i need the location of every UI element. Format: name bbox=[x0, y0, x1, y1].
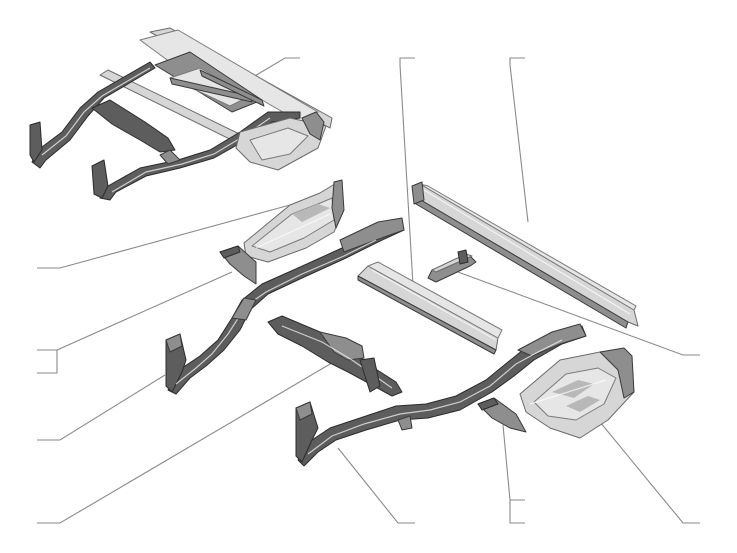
leader-rear-channel bbox=[399, 57, 415, 286]
leader-upper-rail bbox=[509, 57, 529, 223]
rear-floor-pan bbox=[519, 347, 635, 439]
left-main-frame-rail bbox=[165, 217, 405, 395]
leader-left-rail bbox=[37, 374, 166, 441]
right-main-frame-rail bbox=[295, 323, 587, 467]
leader-assembled-frame bbox=[247, 57, 300, 81]
leader-small-bracket bbox=[457, 271, 700, 356]
upper-long-rail bbox=[411, 181, 639, 329]
gusset-bracket-right bbox=[477, 397, 527, 433]
rear-crossmember-channel bbox=[357, 261, 503, 355]
gusset-bracket-left bbox=[219, 245, 257, 285]
center-crossmember bbox=[267, 315, 403, 397]
front-floor-pan bbox=[243, 179, 345, 263]
leader-gusset-right bbox=[509, 499, 525, 524]
leader-center-crossmember bbox=[37, 356, 343, 524]
leader-rear-floor-pan bbox=[599, 421, 700, 524]
leader-front-floor-pan bbox=[37, 204, 291, 269]
leader-gusset-left bbox=[37, 349, 58, 374]
leader-right-rail bbox=[337, 447, 415, 524]
leader-lines bbox=[37, 57, 700, 524]
small-crossmember-bracket bbox=[427, 249, 477, 283]
leader-gusset-left-arm bbox=[56, 271, 233, 351]
assembled-chassis-frame bbox=[29, 27, 333, 201]
leader-gusset-right-arm bbox=[502, 424, 511, 501]
